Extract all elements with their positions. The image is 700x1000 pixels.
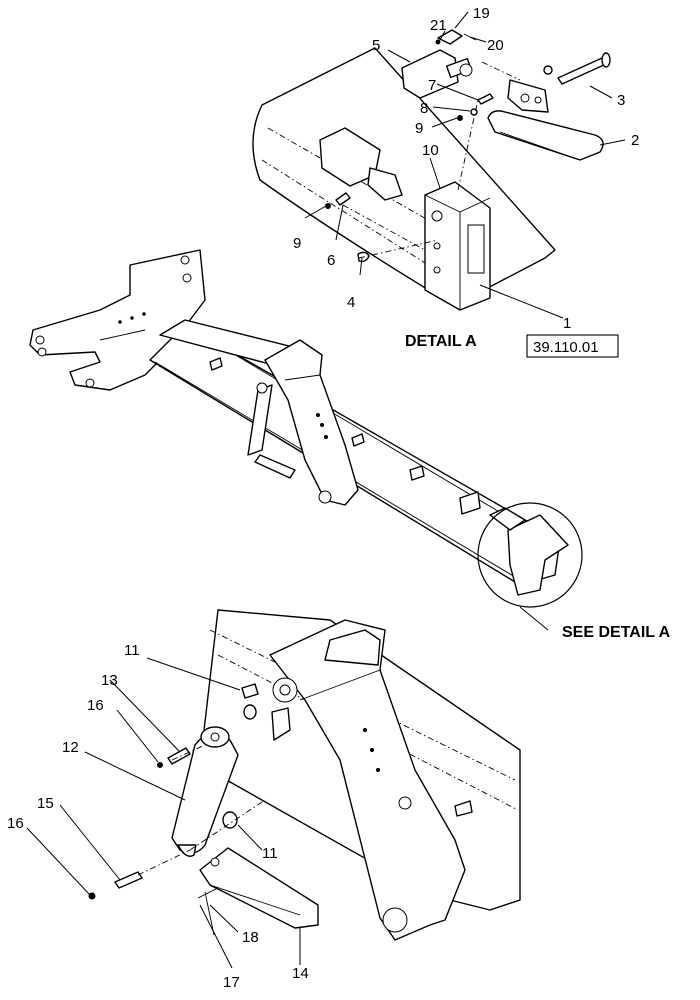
lower-assembly-leaders [26,657,301,969]
callout-20: 20 [487,37,504,54]
lower-assembly-drawing [88,609,521,941]
detail-a-drawing [252,29,611,311]
callout-1: 1 [563,315,571,332]
callout-2: 2 [631,132,639,149]
main-frame-drawing [29,249,569,596]
callout-17: 17 [223,974,240,991]
callout-13: 13 [101,672,118,689]
callout-16-upper: 16 [87,697,104,714]
callout-21: 21 [430,17,447,34]
callout-9-upper: 9 [415,120,423,137]
detail-a-leaders [304,11,626,319]
reference-box-text[interactable]: 39.110.01 [533,339,599,356]
callout-15: 15 [37,795,54,812]
callout-8: 8 [420,100,428,117]
callout-5: 5 [372,37,380,54]
reference-box-frame [526,334,619,358]
callout-12: 12 [62,739,79,756]
callout-19: 19 [473,5,490,22]
callout-16-lower: 16 [7,815,24,832]
detail-title: DETAIL A [405,333,477,350]
callout-10: 10 [422,142,439,159]
callout-labels: 21 19 5 20 3 7 8 9 2 10 9 6 4 1 11 13 16… [7,5,639,991]
callout-3: 3 [617,92,625,109]
callout-18: 18 [242,929,259,946]
callout-7: 7 [428,77,436,94]
callout-6: 6 [327,252,335,269]
callout-4: 4 [347,294,355,311]
see-detail-label: SEE DETAIL A [562,624,671,641]
callout-11-upper: 11 [124,642,140,659]
callout-11-lower: 11 [262,845,278,862]
detail-a-circle [477,502,583,631]
callout-14: 14 [292,965,309,982]
callout-9-lower: 9 [293,235,301,252]
